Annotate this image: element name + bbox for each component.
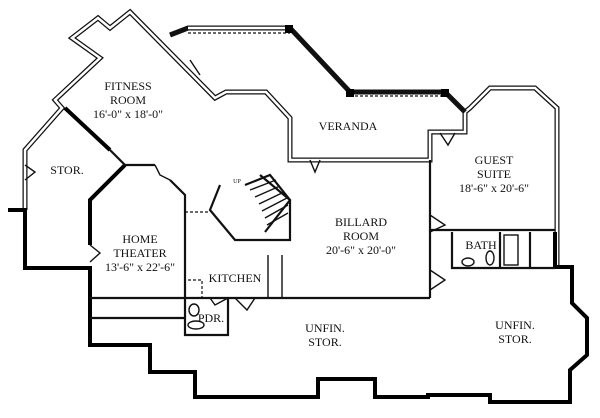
room-name: STOR. xyxy=(308,335,342,349)
room-label-billard: BILLARD ROOM 20'-6" x 20'-0" xyxy=(326,215,396,257)
column xyxy=(441,89,449,97)
room-size: 13'-6" x 22'-6" xyxy=(104,260,176,274)
room-size: 18'-6" x 20'-6" xyxy=(458,181,530,195)
room-label-storage: STOR. xyxy=(50,163,84,177)
room-label-kitchen: KITCHEN xyxy=(208,271,262,285)
room-label-guest-suite: GUEST SUITE 18'-6" x 20'-6" xyxy=(459,153,529,195)
room-name: THEATER xyxy=(113,246,167,260)
column xyxy=(346,89,354,97)
room-label-bath: BATH xyxy=(465,238,497,252)
room-name: ROOM xyxy=(342,229,379,243)
room-label-fitness: FITNESS ROOM 16'-0" x 18'-0" xyxy=(93,79,163,121)
room-label-home-theater: HOME THEATER 13'-6" x 22'-6" xyxy=(105,232,175,274)
room-name: STOR. xyxy=(498,332,532,346)
room-name: UNFIN. xyxy=(495,318,535,332)
foundation-walls xyxy=(8,106,589,404)
room-size: 20'-6" x 20'-0" xyxy=(325,243,397,257)
interior-walls xyxy=(90,149,555,337)
doors xyxy=(24,59,456,312)
column xyxy=(285,25,293,33)
room-name: HOME xyxy=(122,232,158,246)
room-name: GUEST xyxy=(474,153,514,167)
room-name: BILLARD xyxy=(335,215,387,229)
room-name: ROOM xyxy=(109,93,146,107)
exterior-walls-upper xyxy=(22,8,560,267)
room-name: SUITE xyxy=(477,167,511,181)
room-size: 16'-0" x 18'-0" xyxy=(92,107,164,121)
room-label-veranda: VERANDA xyxy=(318,119,378,133)
room-name: FITNESS xyxy=(104,79,152,93)
room-name: UNFIN. xyxy=(305,321,345,335)
room-label-unfin-stor-2: UNFIN. STOR. xyxy=(495,318,535,346)
room-label-powder: PDR. xyxy=(197,311,225,325)
room-label-unfin-stor-1: UNFIN. STOR. xyxy=(305,321,345,349)
staircase[interactable] xyxy=(244,173,292,233)
stairs-up-label: UP xyxy=(233,179,241,185)
